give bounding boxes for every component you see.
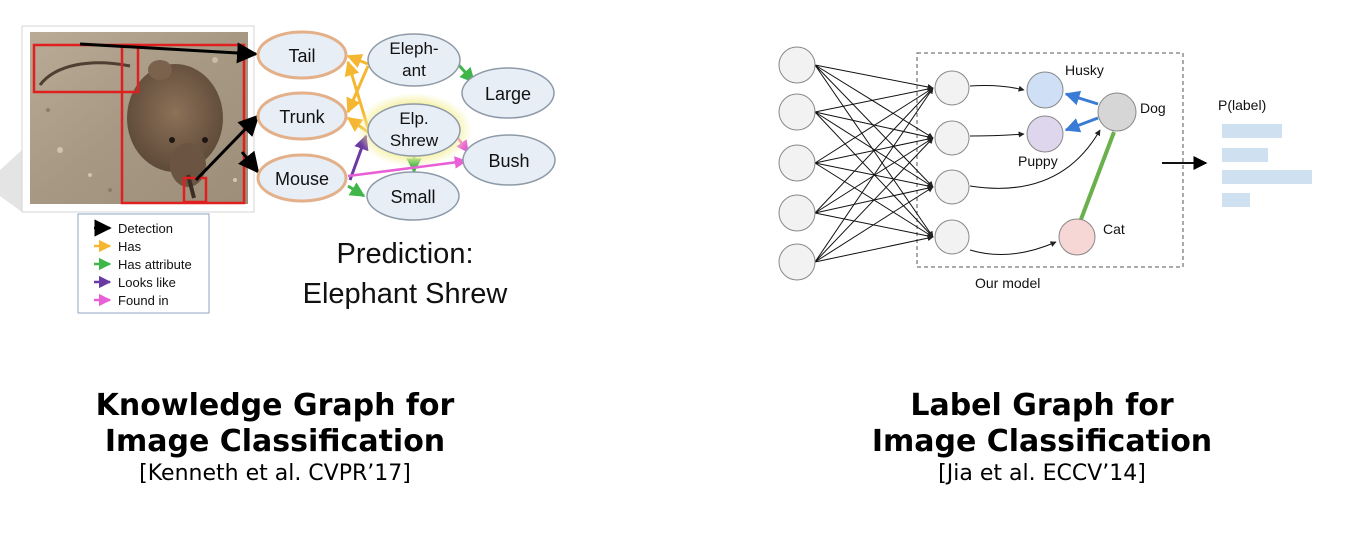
p-label-bars	[1222, 124, 1312, 207]
dense-connection	[814, 64, 934, 139]
legend-item-detection: Detection	[94, 219, 173, 237]
trunk-detection-box	[182, 176, 208, 204]
svg-text:Bush: Bush	[488, 151, 529, 171]
dense-connection	[814, 87, 934, 263]
dense-connection	[814, 235, 934, 263]
svg-text:Eleph-: Eleph-	[389, 39, 438, 58]
p-label-bar	[1222, 148, 1268, 162]
p-label-bar	[1222, 193, 1250, 207]
label-node-puppy	[1026, 115, 1064, 153]
legend-item-has-attribute: Has attribute	[94, 257, 192, 272]
input-neuron	[778, 46, 816, 84]
left-caption-title-line2: Image Classification	[104, 424, 446, 459]
svg-text:Small: Small	[390, 187, 435, 207]
dense-connection	[814, 87, 934, 214]
right-caption: Label Graph for Image Classification [Ji…	[842, 388, 1242, 488]
label-node-husky	[1026, 71, 1064, 109]
edge-dog-husky	[1064, 90, 1099, 106]
svg-text:Elp.: Elp.	[399, 109, 428, 128]
dense-connection	[814, 64, 934, 90]
photo-shadow	[0, 150, 22, 212]
svg-text:Large: Large	[485, 84, 531, 104]
left-caption-citation: [Kenneth et al. CVPR’17]	[139, 461, 411, 486]
edge-to-puppy	[969, 131, 1025, 138]
hidden-neuron	[934, 219, 970, 255]
input-connections	[814, 64, 934, 263]
p-label-bar	[1222, 170, 1312, 184]
detection-arrow-tail	[79, 42, 259, 64]
input-neuron	[778, 194, 816, 232]
label-node-cat	[1058, 218, 1096, 256]
right-caption-title-line2: Image Classification	[871, 424, 1213, 459]
dense-connection	[814, 111, 934, 188]
svg-text:Has: Has	[118, 239, 142, 254]
left-caption: Knowledge Graph for Image Classification…	[60, 388, 490, 488]
svg-text:Tail: Tail	[288, 46, 315, 66]
edge-dog-cat-exclusion	[1078, 131, 1116, 223]
dense-connection	[814, 87, 934, 164]
node-bush: Bush	[462, 134, 556, 186]
knowledge-graph-panel: Tail Trunk Mouse Eleph- ant Large Elp. S…	[0, 25, 556, 314]
right-caption-title-line1: Label Graph for	[910, 388, 1174, 423]
dense-connection	[814, 86, 934, 113]
edge-mouse-found-in-bush	[347, 156, 468, 178]
p-label-title: P(label)	[1218, 97, 1266, 113]
label-dog: Dog	[1140, 100, 1166, 116]
node-tail: Tail	[256, 30, 348, 80]
right-caption-citation: [Jia et al. ECCV’14]	[938, 461, 1146, 486]
dense-connection	[814, 137, 934, 263]
node-large: Large	[461, 67, 555, 119]
our-model-box	[916, 52, 1184, 268]
legend-item-found-in: Found in	[94, 293, 169, 308]
node-mouse: Mouse	[256, 153, 348, 203]
edge-to-husky	[969, 85, 1025, 92]
hidden-neuron	[934, 70, 970, 106]
hidden-neuron	[934, 120, 970, 156]
detection-arrow-trunk	[194, 114, 260, 182]
edge-to-cat	[969, 241, 1057, 255]
p-label-bar	[1222, 124, 1282, 138]
label-cat: Cat	[1103, 221, 1125, 237]
left-caption-title-line1: Knowledge Graph for	[95, 388, 455, 423]
detection-arrow-mouse	[237, 150, 260, 174]
input-neuron	[778, 144, 816, 182]
legend-item-looks-like: Looks like	[94, 275, 176, 290]
label-puppy: Puppy	[1018, 153, 1058, 169]
edge-to-dog	[969, 129, 1101, 189]
svg-text:Detection: Detection	[118, 221, 173, 236]
label-graph-panel: Husky Dog Puppy Cat Our model P(label)	[778, 46, 1312, 291]
edge-elephant-has-tail	[346, 54, 369, 68]
node-elephant: Eleph- ant	[367, 33, 461, 87]
svg-text:Mouse: Mouse	[275, 169, 329, 189]
legend-item-has: Has	[94, 239, 142, 254]
input-neuron	[778, 93, 816, 131]
our-model-label: Our model	[975, 275, 1040, 291]
svg-text:Trunk: Trunk	[279, 107, 325, 127]
node-small: Small	[366, 171, 460, 221]
label-husky: Husky	[1065, 62, 1104, 78]
hidden-layer	[934, 70, 970, 255]
label-node-dog	[1097, 92, 1137, 132]
dense-connection	[814, 186, 934, 263]
elephant-shrew-photo	[21, 25, 255, 213]
prediction-result: Elephant Shrew	[303, 278, 509, 310]
edge-mouse-small	[347, 182, 366, 198]
hidden-neuron	[934, 169, 970, 205]
svg-text:Shrew: Shrew	[390, 131, 439, 150]
svg-text:Found in: Found in	[118, 293, 169, 308]
svg-text:ant: ant	[402, 61, 426, 80]
svg-text:Looks like: Looks like	[118, 275, 176, 290]
edge-legend: Detection Has Has attribute Looks like F…	[77, 213, 210, 314]
edge-elephant-has-trunk	[346, 65, 370, 114]
input-layer	[778, 46, 816, 281]
prediction-heading: Prediction:	[336, 238, 473, 270]
input-neuron	[778, 243, 816, 281]
node-trunk: Trunk	[256, 91, 348, 141]
svg-text:Has attribute: Has attribute	[118, 257, 192, 272]
node-elp-shrew: Elp. Shrew	[356, 93, 472, 167]
edge-dog-puppy	[1064, 116, 1099, 133]
